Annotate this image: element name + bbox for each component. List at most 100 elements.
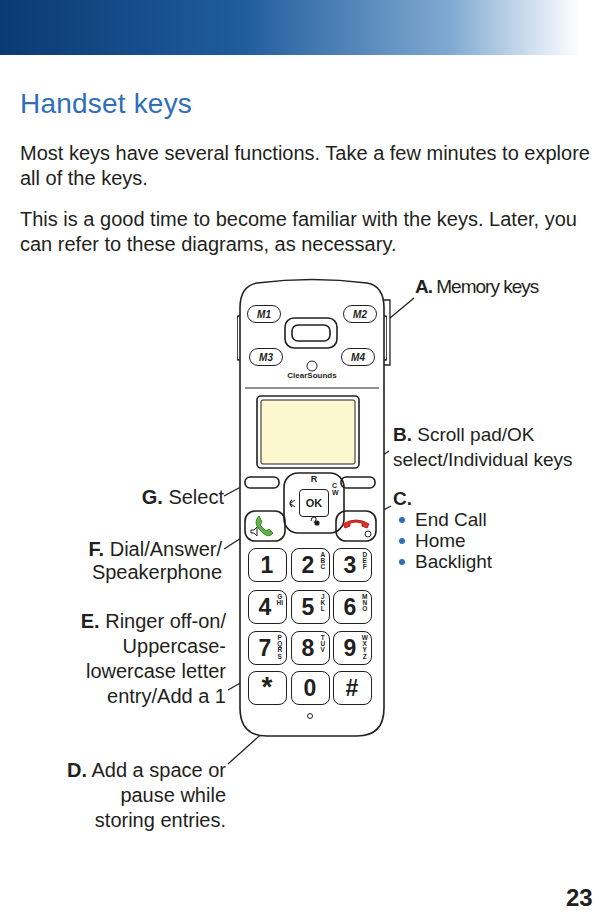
key-letters: TUV (320, 635, 327, 654)
key-digit: 8 (297, 635, 319, 661)
body-paragraph: This is a good time to become familiar w… (20, 207, 596, 257)
callout: E. Ringer off-on/ Uppercase- lowercase l… (54, 609, 226, 709)
key-letters: PQRS (277, 635, 284, 660)
handset-body (237, 280, 387, 737)
callout-text: Memory keys (436, 276, 538, 297)
bullet (399, 559, 405, 565)
talk-icon (256, 516, 273, 536)
keypad-key: 3DEF (333, 548, 372, 582)
key-digit: 0 (292, 675, 328, 701)
soft-key (245, 477, 279, 488)
key-label: M3 (259, 352, 273, 363)
brand-logo: ClearSounds (237, 371, 387, 380)
body-paragraph: Most keys have several functions. Take a… (20, 141, 596, 191)
callout-text: Dial/Answer/ Speakerphone (92, 538, 222, 583)
bullet-item: Backlight (393, 551, 492, 572)
callout-letter: E. (81, 610, 100, 632)
keypad-key: 5JKL (291, 590, 330, 624)
callout-letter: B. (393, 424, 412, 445)
bullet (399, 538, 405, 544)
key-digit: 6 (339, 594, 361, 620)
key-letters: DEF (362, 552, 369, 571)
pad-label: CW (332, 482, 339, 496)
keypad-key: 2ABC (291, 548, 330, 582)
memory-key: M4 (341, 348, 375, 366)
callout-letter: C. (393, 488, 492, 509)
key-digit: 4 (254, 594, 276, 620)
talk-key (245, 511, 285, 541)
pad-arrow (291, 500, 295, 507)
callout-letter: A. (415, 276, 432, 297)
memory-key: M1 (247, 305, 281, 323)
callout-text: Ringer off-on/ Uppercase- lowercase lett… (86, 610, 226, 707)
memory-key: M2 (343, 305, 377, 323)
screen (261, 400, 355, 464)
pad-label: R (309, 474, 319, 484)
soft-key (341, 477, 375, 488)
callout: G. Select (90, 486, 224, 509)
bullet-text: End Call (415, 509, 487, 530)
memory-key: M3 (249, 348, 283, 366)
page-title: Handset keys (20, 88, 192, 120)
keypad-key: # (333, 671, 372, 705)
keypad-key: 0 (291, 671, 330, 705)
screen-bezel (257, 396, 359, 468)
key-letters: JKL (320, 594, 327, 613)
header-bar (0, 0, 599, 55)
callout: A. Memory keys (415, 276, 538, 298)
end-key (336, 511, 376, 541)
callout-letter: F. (89, 538, 105, 560)
keypad-key: 8TUV (291, 631, 330, 665)
key-digit: 1 (249, 552, 285, 578)
keypad-key: 9WXYZ (333, 631, 372, 665)
end-icon (343, 520, 369, 528)
handset-shell (240, 280, 384, 737)
bullet-item: Home (393, 530, 492, 551)
callout: B. Scroll pad/OK select/Individual keys (393, 422, 599, 472)
keypad-key: 4GHI (248, 590, 287, 624)
key-digit: * (249, 674, 285, 700)
callout: C.End CallHomeBacklight (393, 488, 492, 572)
key-letters: WXYZ (362, 635, 369, 660)
callout-letter: G. (142, 486, 163, 508)
handset: ClearSoundsRCWM1M2M3M4OK12ABC3DEF4GHI5JK… (237, 278, 387, 740)
caller-id-icon (315, 521, 319, 525)
scroll-pad (284, 473, 344, 533)
key-label: M1 (257, 309, 271, 320)
key-digit: 3 (339, 552, 361, 578)
callout-text: Scroll pad/OK select/Individual keys (393, 424, 573, 470)
power-icon (365, 531, 371, 537)
speaker (285, 318, 337, 348)
key-digit: # (334, 675, 370, 701)
callout: D. Add a space or pause while storing en… (66, 758, 226, 833)
key-digit: 9 (339, 635, 361, 661)
caller-id-icon (311, 517, 316, 523)
leader-line (390, 298, 414, 318)
callout-letter: D. (67, 759, 87, 781)
speaker-grille (292, 325, 330, 341)
keypad-key: 1 (248, 548, 287, 582)
bullet-text: Home (415, 530, 466, 551)
bullet-text: Backlight (415, 551, 492, 572)
callout-text: Add a space or pause while storing entri… (91, 759, 226, 831)
ok-key: OK (299, 489, 329, 517)
keypad-key: * (248, 671, 287, 705)
key-digit: 7 (254, 635, 276, 661)
key-letters: ABC (320, 552, 327, 571)
page-number: 23 (566, 884, 593, 912)
key-digit: 2 (297, 552, 319, 578)
callout: F. Dial/Answer/ Speakerphone (60, 538, 222, 584)
key-label: OK (306, 497, 323, 509)
key-label: M4 (351, 352, 365, 363)
key-digit: 5 (297, 594, 319, 620)
phonebook-icon (290, 500, 292, 507)
bullet-item: End Call (393, 509, 492, 530)
seam-line (245, 388, 379, 389)
bullet (399, 517, 405, 523)
speaker-icon (251, 527, 257, 536)
microphone (308, 714, 313, 719)
logo-mark (307, 361, 317, 371)
keypad-key: 7PQRS (248, 631, 287, 665)
key-letters: MNO (362, 594, 369, 613)
key-label: M2 (353, 309, 367, 320)
